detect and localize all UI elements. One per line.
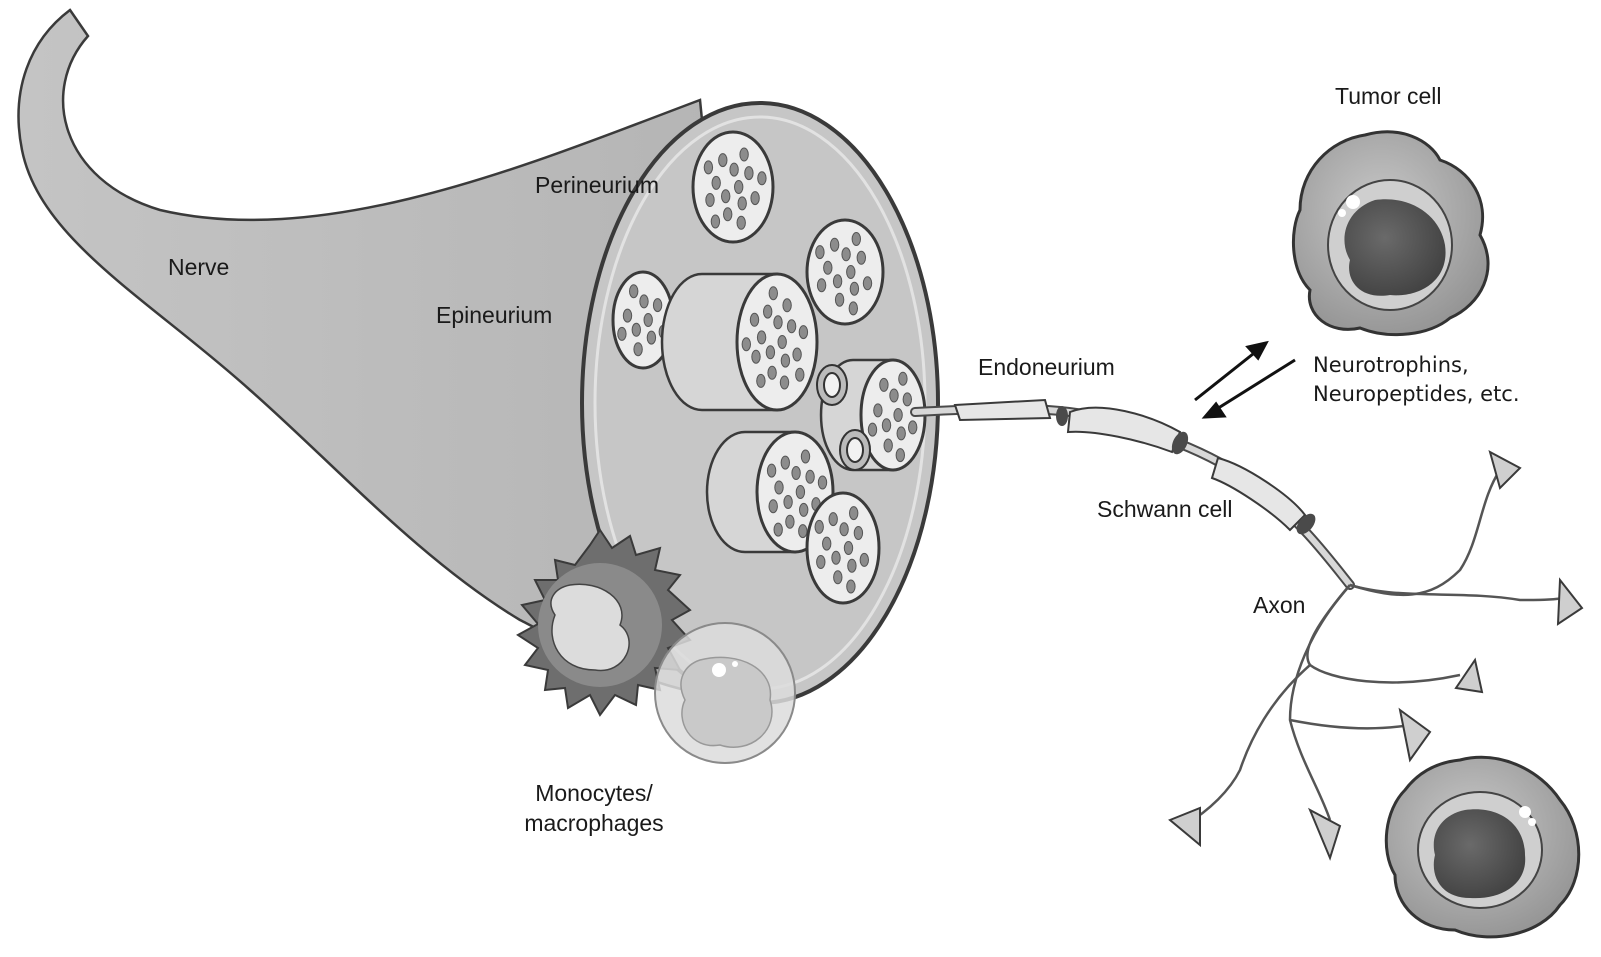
myelinated-axon	[915, 400, 1350, 585]
label-epineurium: Epineurium	[436, 302, 552, 328]
arrow-to-tumor	[1195, 350, 1258, 400]
fascicle-4	[662, 274, 817, 410]
tumor-cell-top	[1293, 132, 1488, 335]
blood-vessel-1	[817, 365, 847, 405]
label-monocytes-line2: macrophages	[508, 810, 680, 836]
synaptic-terminal-2	[1558, 580, 1582, 624]
label-endoneurium: Endoneurium	[978, 354, 1115, 380]
synaptic-terminal-6	[1170, 808, 1200, 845]
myelin-segment-1	[955, 400, 1050, 420]
label-nerve: Nerve	[168, 254, 229, 280]
label-tumor-cell: Tumor cell	[1335, 83, 1442, 109]
blood-vessel-2	[840, 430, 870, 470]
label-schwann-cell: Schwann cell	[1097, 496, 1233, 522]
arrow-to-nerve	[1212, 360, 1295, 412]
label-factors-line2: Neuropeptides, etc.	[1313, 381, 1520, 408]
synaptic-terminal-4	[1400, 710, 1430, 760]
myelin-segment-2	[1068, 408, 1180, 452]
fascicle-7	[807, 493, 879, 603]
fascicle-1	[693, 132, 773, 242]
label-factors-line1: Neurotrophins,	[1313, 352, 1469, 379]
label-axon: Axon	[1253, 592, 1305, 618]
monocyte-cell	[655, 623, 795, 763]
label-perineurium: Perineurium	[535, 172, 659, 198]
synaptic-terminal-5	[1310, 810, 1340, 858]
bidirectional-arrows	[1195, 343, 1295, 417]
label-monocytes-line1: Monocytes/	[524, 780, 664, 806]
synaptic-terminal-1	[1490, 452, 1520, 488]
fascicle-2	[807, 220, 883, 324]
tumor-cell-bottom	[1386, 757, 1578, 936]
